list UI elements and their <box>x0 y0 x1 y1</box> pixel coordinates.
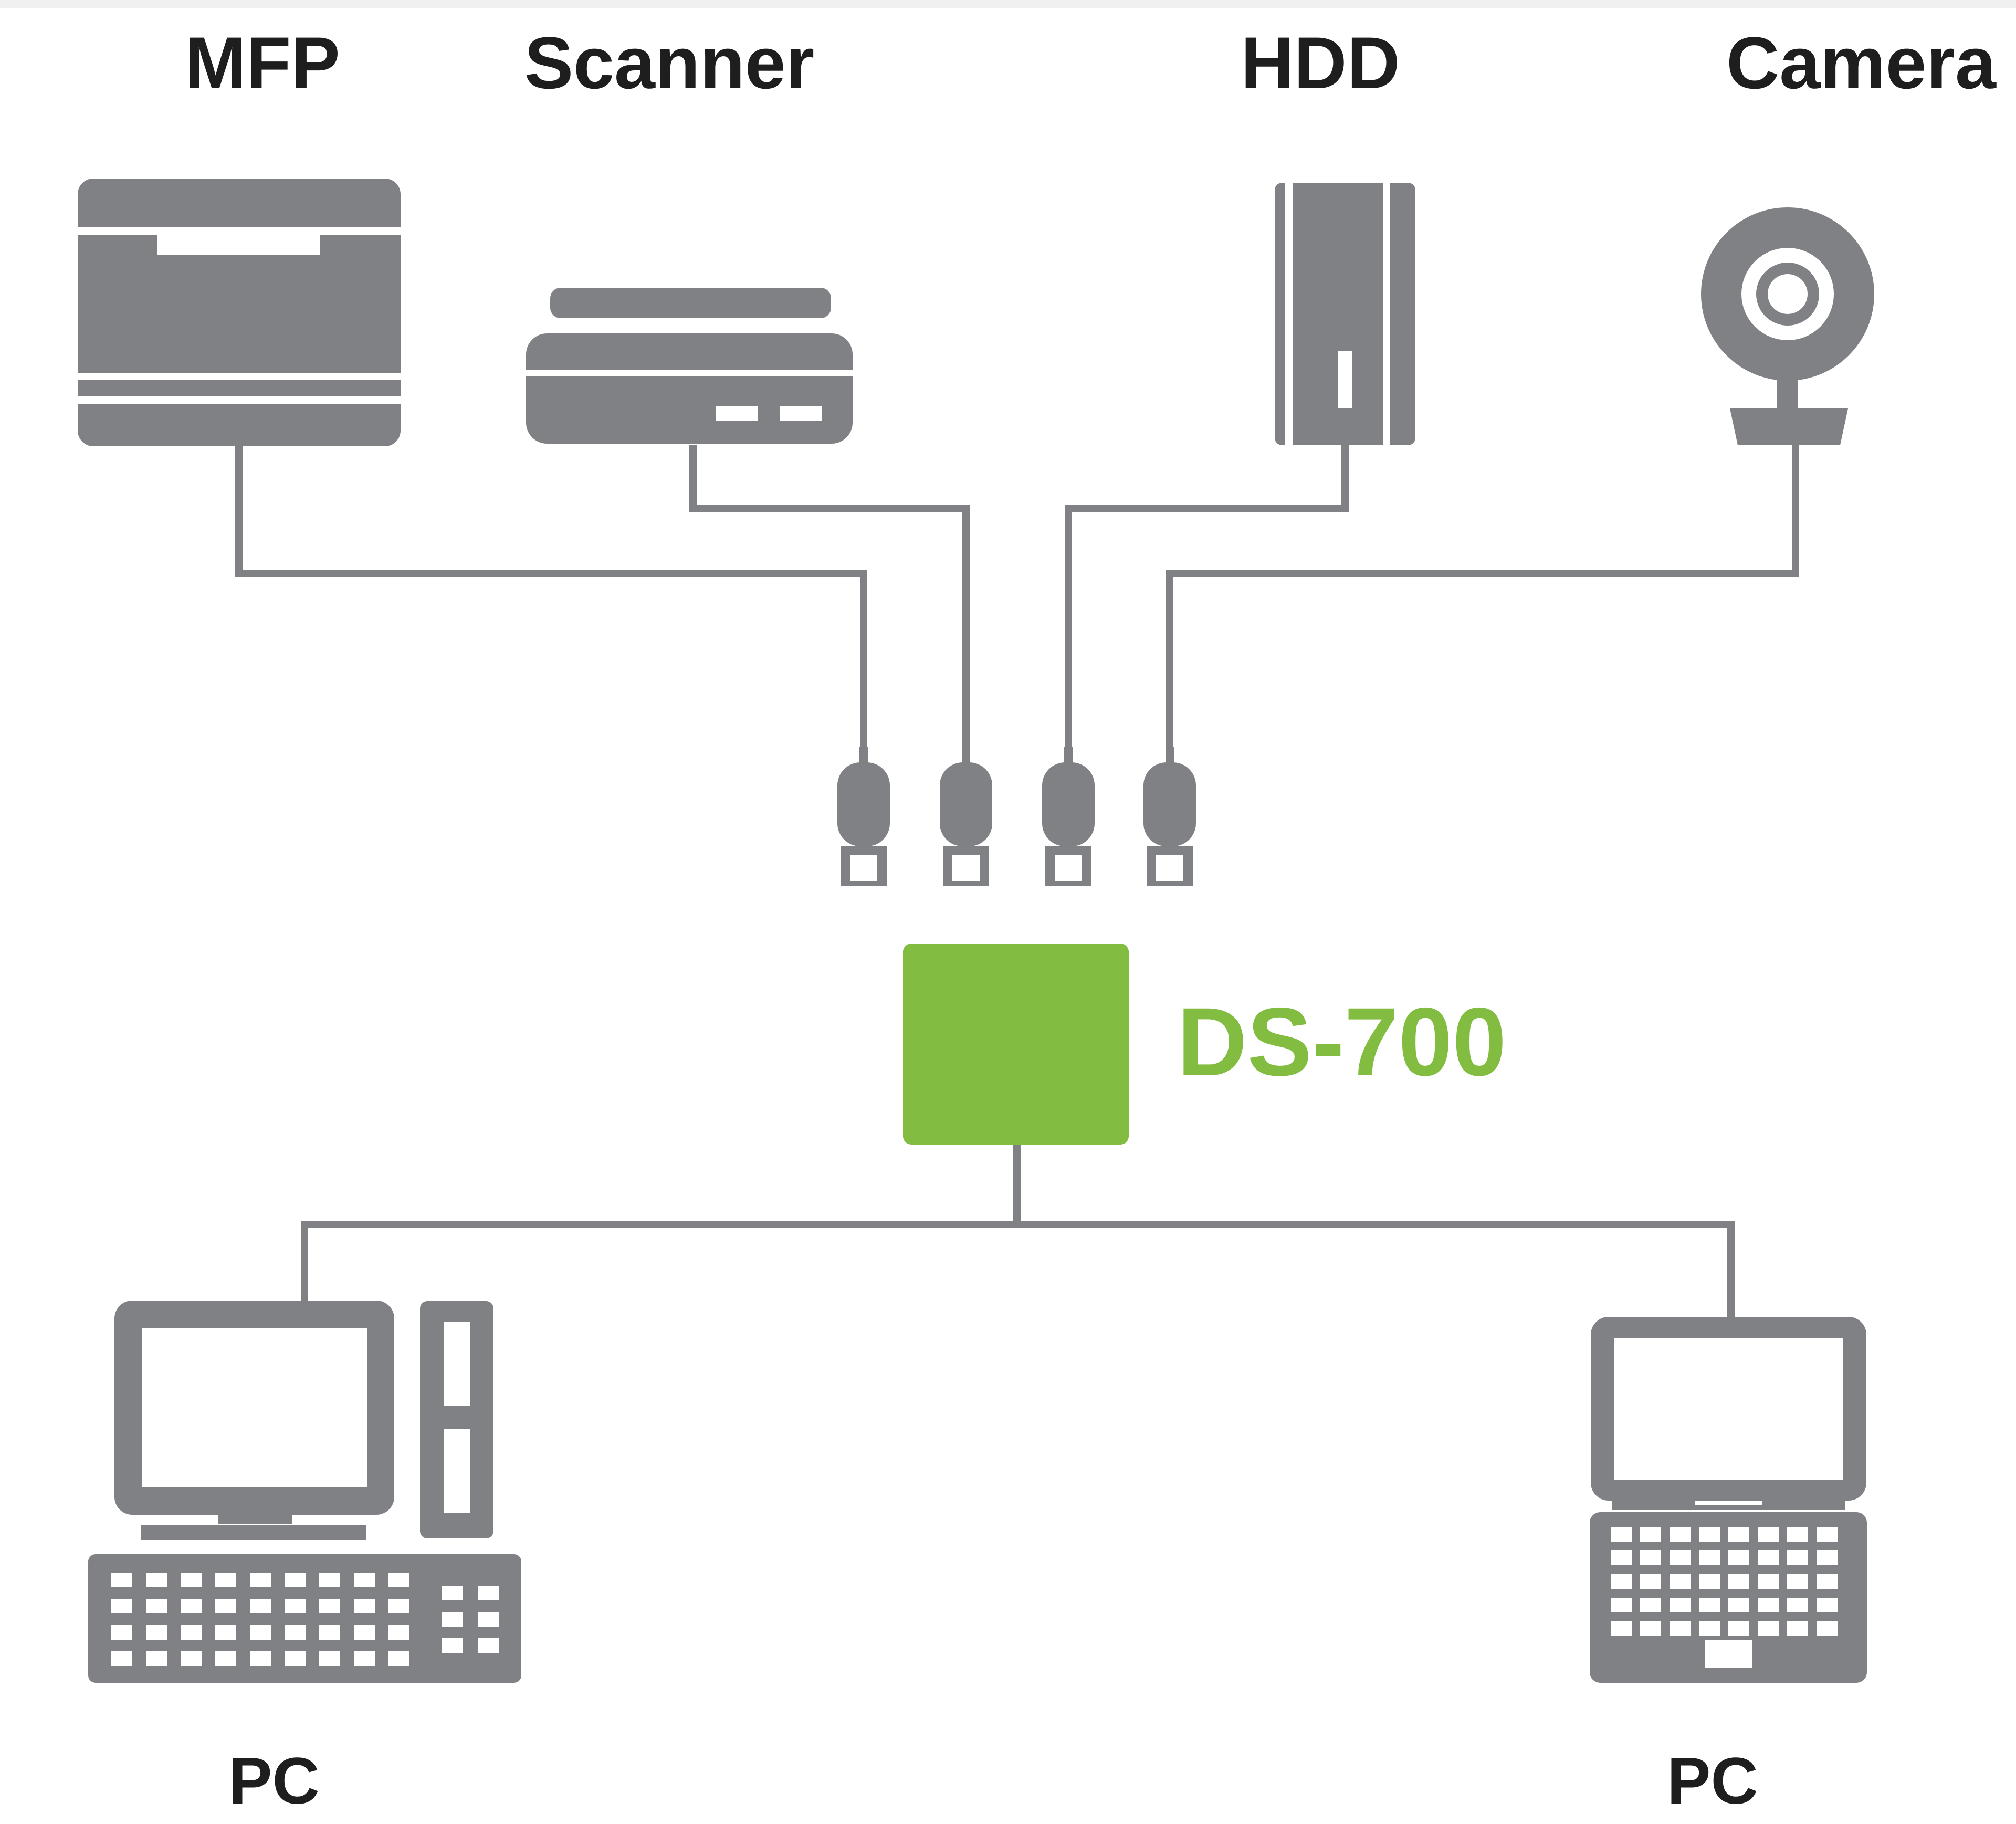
usb-plug-icon <box>1042 747 1095 886</box>
hdd-cable <box>1065 445 1349 751</box>
desktop-computer-icon <box>88 1301 521 1683</box>
scanner-cable <box>689 445 970 751</box>
hard-drive-icon <box>1275 183 1415 445</box>
top-edge-strip <box>0 0 2016 8</box>
camera-label: Camera <box>1726 22 1997 104</box>
hub-label: DS-700 <box>1177 988 1506 1096</box>
pc-bus-cable <box>301 1221 1735 1319</box>
desktop-pc-label: PC <box>228 1745 320 1818</box>
ds700-hub-box <box>903 944 1129 1145</box>
scanner-label: Scanner <box>524 22 814 104</box>
mfp-cable <box>235 445 867 751</box>
laptop-pc-label: PC <box>1667 1745 1758 1818</box>
camera-cable <box>1166 445 1799 751</box>
usb-plug-icon <box>1143 747 1196 886</box>
mfp-label: MFP <box>185 22 340 104</box>
hdd-label: HDD <box>1241 22 1400 104</box>
usb-connectors <box>837 747 1196 886</box>
usb-plug-icon <box>940 747 992 886</box>
network-cables <box>301 1145 1735 1319</box>
webcam-icon <box>1701 207 1874 445</box>
laptop-icon <box>1590 1317 1867 1683</box>
printer-icon <box>78 179 401 446</box>
usb-plug-icon <box>837 747 890 886</box>
device-cables <box>235 445 1799 751</box>
scanner-icon <box>526 288 853 444</box>
